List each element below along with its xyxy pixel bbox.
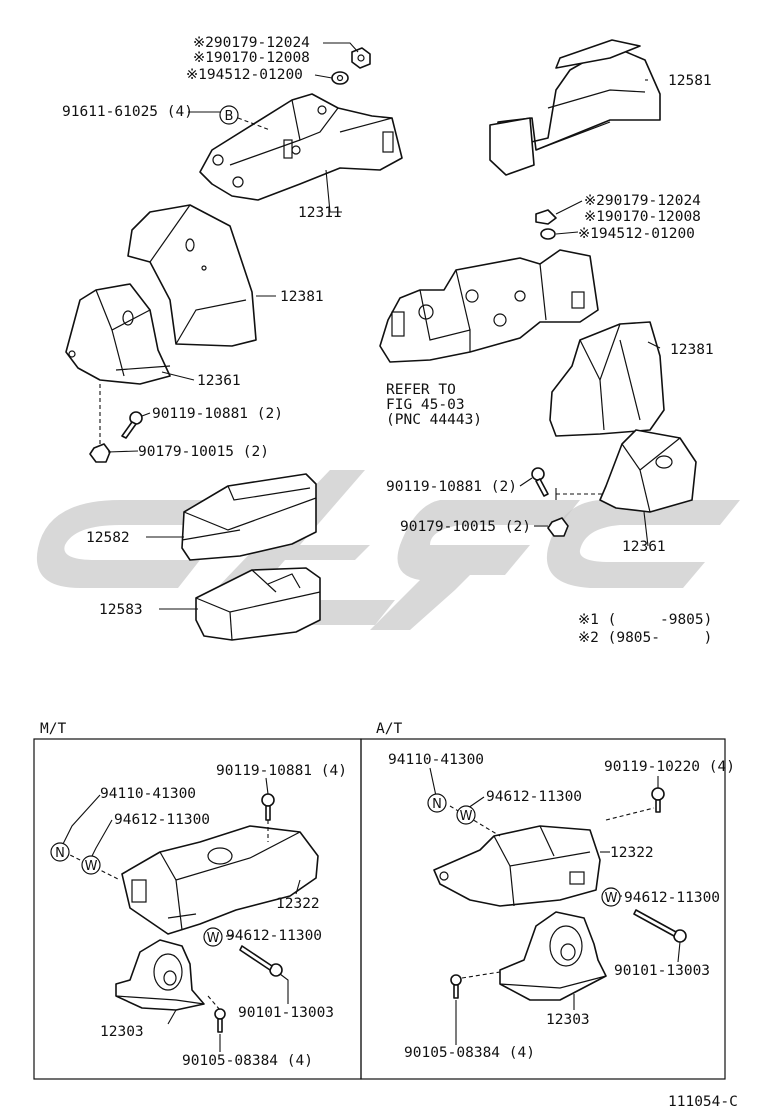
label-at-n: 94110-41300 [388,752,484,768]
figure-id: 111054-C [668,1094,738,1110]
label-mt-12303: 12303 [100,1024,144,1040]
label-refer-3: (PNC 44443) [386,412,482,428]
circle-letter-w-mt: W [81,855,101,875]
label-12361-left: 12361 [197,373,241,389]
label-mt-w2: 94612-11300 [226,928,322,944]
legend-note-2: ※2 (9805- ) [578,630,712,646]
circle-letter-n-at: N [427,793,447,813]
part-12322-at [433,825,601,907]
label-at-w: 94612-11300 [486,789,582,805]
label-12381-right: 12381 [670,342,714,358]
part-12322-mt [121,825,319,935]
svg-text:N: N [55,846,65,861]
label-12381-left: 12381 [280,289,324,305]
nut-washer-top-left [331,47,371,85]
fasteners-at [449,787,687,999]
label-nut-a-1: ※190170-12008 [193,50,310,66]
part-12361-mount-right [555,429,697,513]
circle-letter-w2-at: W [601,887,621,907]
label-bolt-right: 90119-10881 (2) [386,479,517,495]
bolt-nut-right [531,467,569,537]
part-12361-mount-left [65,283,171,385]
svg-text:W: W [605,891,618,906]
label-nut-left: 90179-10015 (2) [138,444,269,460]
circle-letter-n-mt: N [50,842,70,862]
circle-letter-w2-mt: W [203,927,223,947]
label-refer-2: FIG 45-03 [386,397,465,413]
label-at-90105: 90105-08384 (4) [404,1045,535,1061]
label-at-12303: 12303 [546,1012,590,1028]
label-at-12322: 12322 [610,845,654,861]
at-panel-frame [360,738,726,1080]
svg-text:B: B [225,109,234,124]
circle-letter-b: B [219,105,239,125]
label-mt-w: 94612-11300 [114,812,210,828]
label-washer-b: ※194512-01200 [578,226,695,242]
label-washer-a: ※194512-01200 [186,67,303,83]
part-12381-cover-left [127,204,257,347]
part-12381-cover-right [549,321,665,437]
svg-text:W: W [207,931,220,946]
label-bolt-left: 90119-10881 (2) [152,406,283,422]
label-12583: 12583 [99,602,143,618]
label-12361-right: 12361 [622,539,666,555]
label-nut-right: 90179-10015 (2) [400,519,531,535]
svg-text:W: W [85,859,98,874]
legend-note-1: ※1 ( -9805) [578,612,712,628]
circle-letter-w-at: W [456,805,476,825]
part-12303-at [499,911,607,1001]
label-at-bolt-top: 90119-10220 (4) [604,759,735,775]
svg-text:N: N [432,797,442,812]
part-12583-insulator [195,567,321,641]
label-at-w2: 94612-11300 [624,890,720,906]
label-12311: 12311 [298,205,342,221]
mt-labels: 90119-10881 (4) 94110-41300 94612-11300 … [100,763,347,1069]
label-mt-n: 94110-41300 [100,786,196,802]
section-mt-label: M/T [40,721,66,737]
label-nut-b-2: ※290179-12024 [584,193,701,209]
part-12581-insulator [489,39,661,176]
label-nut-b-1: ※190170-12008 [584,209,701,225]
svg-text:W: W [460,809,473,824]
part-labels: ※290179-12024 ※190170-12008 ※194512-0120… [62,35,714,646]
part-right-bracket [379,209,599,363]
leader-lines [61,42,681,1052]
part-12311-bracket [199,93,403,201]
bolt-nut-left [89,384,143,463]
section-at-label: A/T [376,721,402,737]
label-mt-90101: 90101-13003 [238,1005,334,1021]
label-12582: 12582 [86,530,130,546]
label-nut-a-2: ※290179-12024 [193,35,310,51]
fasteners-mt [63,793,283,1033]
at-labels: 94110-41300 94612-11300 90119-10220 (4) … [388,752,735,1061]
label-bolt-91611: 91611-61025 (4) [62,104,193,120]
label-mt-12322: 12322 [276,896,320,912]
label-mt-bolt-top: 90119-10881 (4) [216,763,347,779]
label-refer-1: REFER TO [386,382,456,398]
part-12582-insulator [181,473,317,561]
label-at-90101: 90101-13003 [614,963,710,979]
label-mt-90105: 90105-08384 (4) [182,1053,313,1069]
part-12303-mt [115,939,205,1011]
label-12581: 12581 [668,73,712,89]
